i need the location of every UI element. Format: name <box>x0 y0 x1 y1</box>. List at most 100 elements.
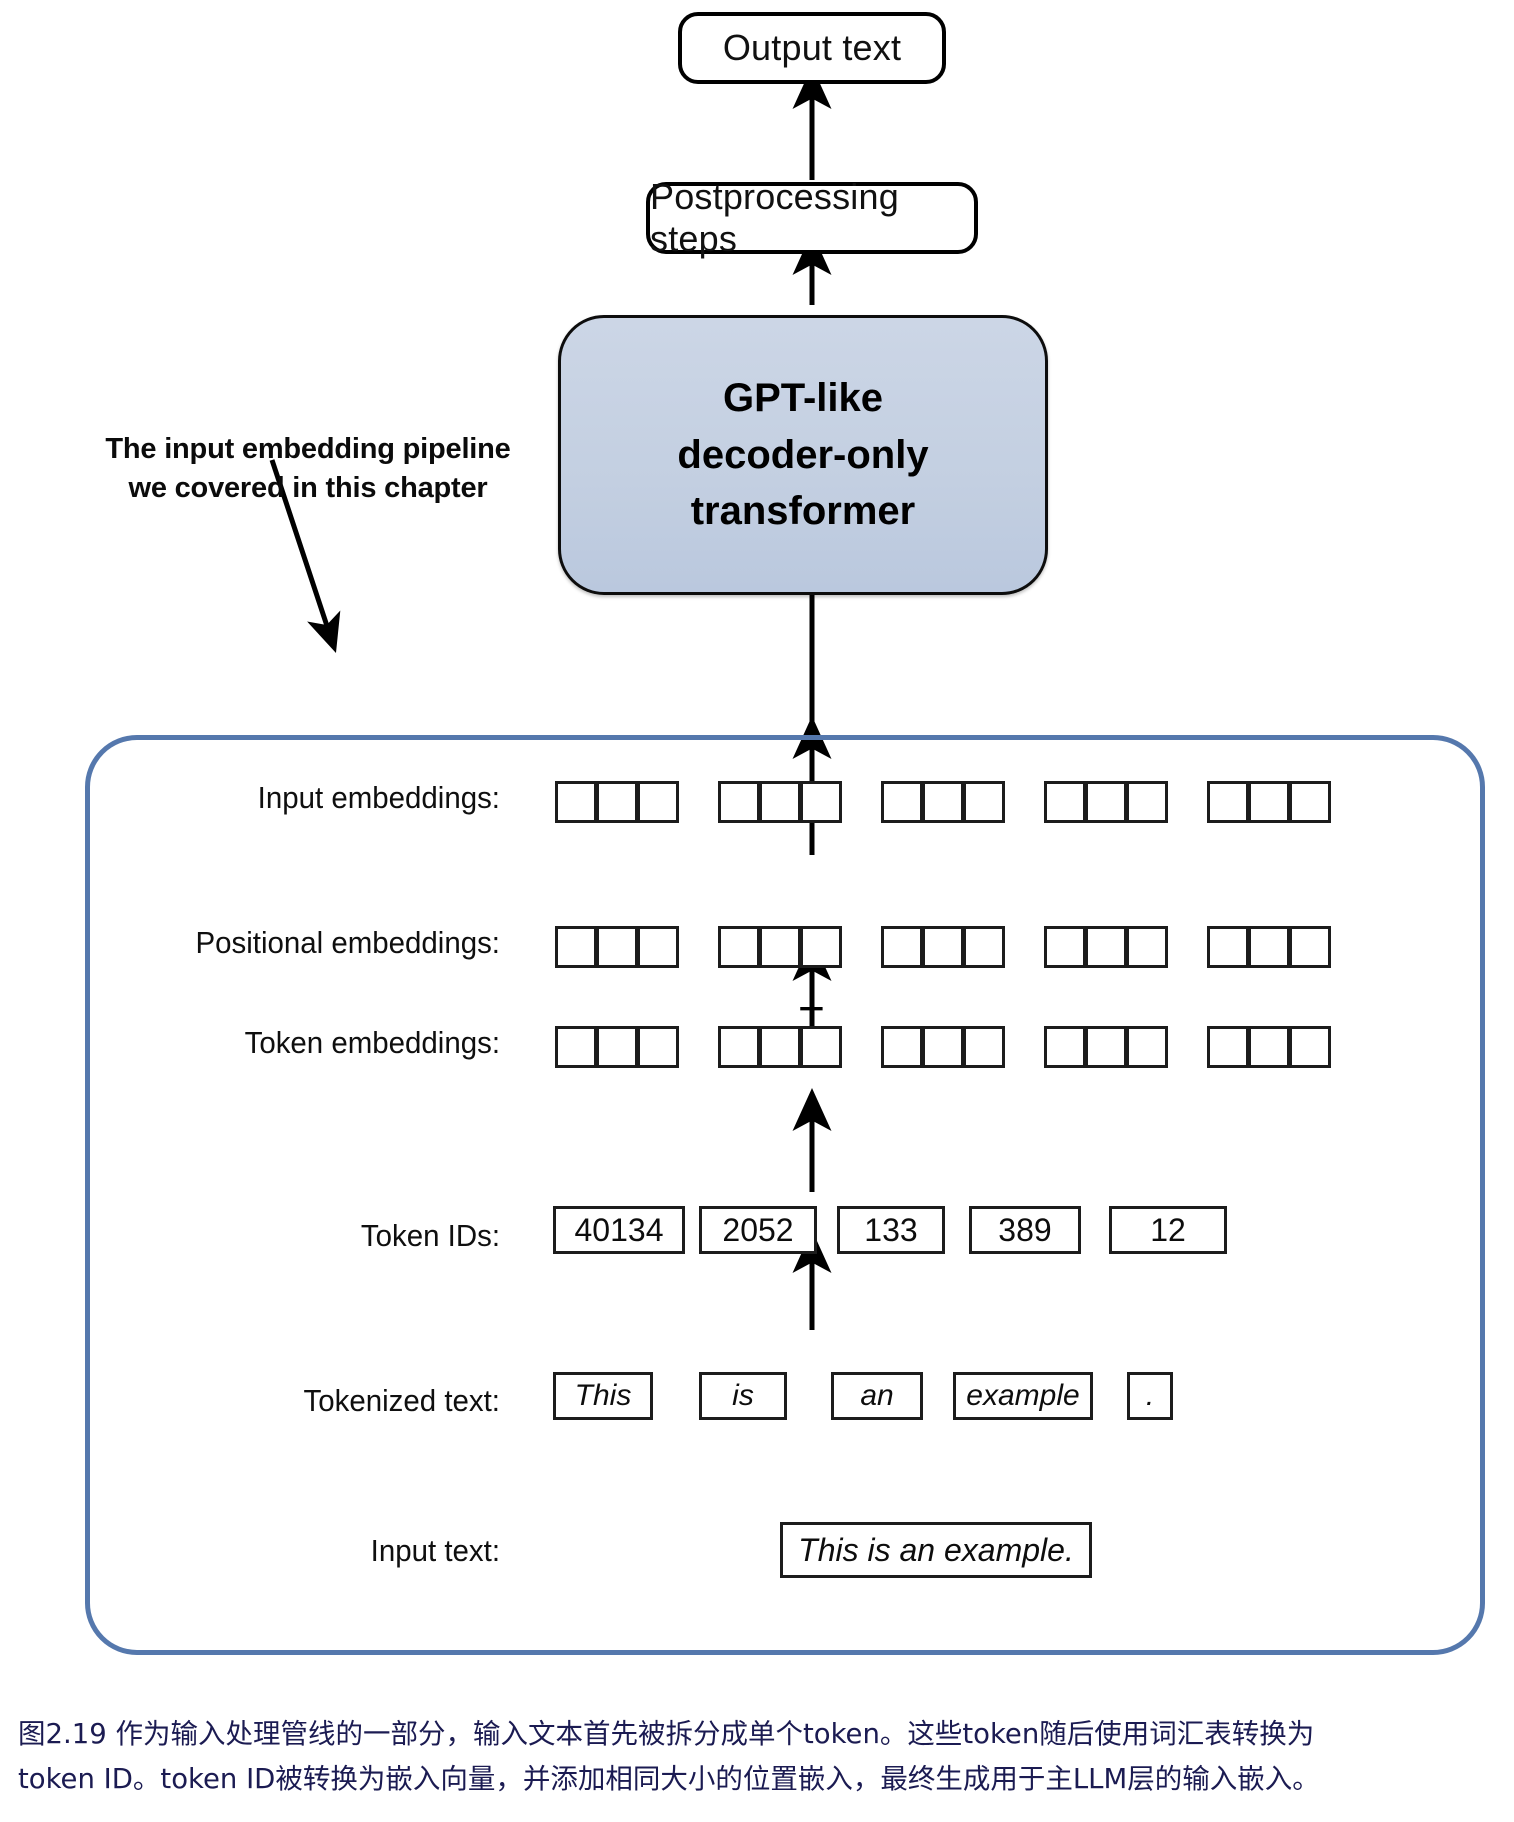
input-text-value: This is an example. <box>798 1531 1074 1568</box>
row-label-token-ids: Token IDs: <box>139 1218 500 1254</box>
input-embeddings-label-text: Input embeddings: <box>257 780 500 815</box>
embedding-cell <box>800 781 842 823</box>
embedding-group <box>1207 1026 1331 1068</box>
token-id-value: 40134 <box>574 1211 664 1248</box>
embedding-group <box>555 1026 679 1068</box>
token-box: is <box>699 1372 787 1420</box>
token-box: an <box>831 1372 923 1420</box>
token-ids-label-text: Token IDs: <box>360 1218 500 1253</box>
token-id-box: 12 <box>1109 1206 1227 1254</box>
embedding-cell <box>759 781 801 823</box>
input-embeddings-cells <box>555 781 1331 823</box>
embedding-group <box>718 1026 842 1068</box>
token-ids-row: 40134 2052 133 389 12 <box>553 1206 1227 1254</box>
token-value: This <box>574 1379 632 1412</box>
embedding-cell <box>1248 926 1290 968</box>
token-id-value: 389 <box>998 1211 1052 1248</box>
embedding-cell <box>922 1026 964 1068</box>
embedding-cell <box>1207 926 1249 968</box>
embedding-cell <box>555 926 597 968</box>
embedding-cell <box>759 926 801 968</box>
embedding-cell <box>637 1026 679 1068</box>
embedding-cell <box>1248 781 1290 823</box>
embedding-cell <box>1126 1026 1168 1068</box>
embedding-cell <box>1289 926 1331 968</box>
embedding-group <box>555 781 679 823</box>
token-box: example <box>953 1372 1093 1420</box>
token-value: an <box>860 1379 894 1412</box>
embedding-cell <box>1289 781 1331 823</box>
transformer-box: GPT-like decoder-only transformer <box>558 315 1048 595</box>
callout-line-1: The input embedding pipeline <box>105 433 511 465</box>
embedding-cell <box>800 926 842 968</box>
embedding-cell <box>637 781 679 823</box>
embedding-cell <box>922 781 964 823</box>
callout-annotation: The input embedding pipeline we covered … <box>88 430 528 508</box>
plus-sign: + <box>798 985 825 1031</box>
row-label-token-embeddings: Token embeddings: <box>139 1025 500 1061</box>
embedding-group <box>1044 1026 1168 1068</box>
embedding-cell <box>881 926 923 968</box>
token-embeddings-cells <box>555 1026 1331 1068</box>
embedding-group <box>555 926 679 968</box>
embedding-cell <box>881 781 923 823</box>
transformer-line-3: transformer <box>690 489 916 534</box>
transformer-line-2: decoder-only <box>677 432 929 477</box>
plus-glyph: + <box>798 982 825 1034</box>
embedding-cell <box>922 926 964 968</box>
embedding-cell <box>718 781 760 823</box>
token-id-box: 40134 <box>553 1206 685 1254</box>
embedding-cell <box>1248 1026 1290 1068</box>
embedding-group <box>1207 926 1331 968</box>
embedding-cell <box>759 1026 801 1068</box>
embedding-cell <box>596 926 638 968</box>
embedding-group <box>1044 781 1168 823</box>
token-id-box: 2052 <box>699 1206 817 1254</box>
input-text-box: This is an example. <box>780 1522 1092 1578</box>
token-id-box: 389 <box>969 1206 1081 1254</box>
embedding-cell <box>1085 781 1127 823</box>
embedding-cell <box>1126 781 1168 823</box>
token-embeddings-label-text: Token embeddings: <box>244 1025 500 1060</box>
embedding-group <box>718 926 842 968</box>
embedding-cell <box>718 926 760 968</box>
token-id-box: 133 <box>837 1206 945 1254</box>
transformer-line-1: GPT-like <box>722 375 884 420</box>
tokenized-text-row: This is an example. <box>553 1372 1173 1420</box>
token-value: is <box>732 1379 754 1412</box>
embedding-group <box>881 926 1005 968</box>
embedding-cell <box>800 1026 842 1068</box>
postprocessing-box: Postprocessing steps <box>646 176 978 259</box>
embedding-cell <box>1207 1026 1249 1068</box>
input-text-label-text: Input text: <box>370 1533 500 1568</box>
positional-embeddings-cells <box>555 926 1331 968</box>
embedding-cell <box>1044 926 1086 968</box>
callout-line-2: we covered in this chapter <box>128 472 488 505</box>
embedding-cell <box>1126 926 1168 968</box>
token-value: example <box>966 1379 1080 1412</box>
embedding-cell <box>596 781 638 823</box>
output-text-box: Output text <box>678 12 946 84</box>
embedding-cell <box>1044 781 1086 823</box>
embedding-group <box>881 781 1005 823</box>
output-text-label: Output text <box>722 27 902 68</box>
embedding-cell <box>1044 1026 1086 1068</box>
embedding-cell <box>1289 1026 1331 1068</box>
token-box: This <box>553 1372 653 1420</box>
embedding-cell <box>596 1026 638 1068</box>
embedding-group <box>718 781 842 823</box>
embedding-cell <box>881 1026 923 1068</box>
embedding-cell <box>555 1026 597 1068</box>
embedding-group <box>881 1026 1005 1068</box>
token-value: . <box>1145 1379 1155 1412</box>
embedding-cell <box>963 926 1005 968</box>
row-label-positional-embeddings: Positional embeddings: <box>139 925 500 961</box>
figure-caption: 图2.19 作为输入处理管线的一部分，输入文本首先被拆分成单个token。这些t… <box>18 1712 1498 1801</box>
row-label-input-text: Input text: <box>139 1533 500 1569</box>
embedding-cell <box>963 1026 1005 1068</box>
input-embedding-pipeline-frame <box>85 735 1485 1655</box>
embedding-cell <box>637 926 679 968</box>
postprocessing-label: Postprocessing steps <box>650 176 899 259</box>
row-label-input-embeddings: Input embeddings: <box>139 780 500 816</box>
